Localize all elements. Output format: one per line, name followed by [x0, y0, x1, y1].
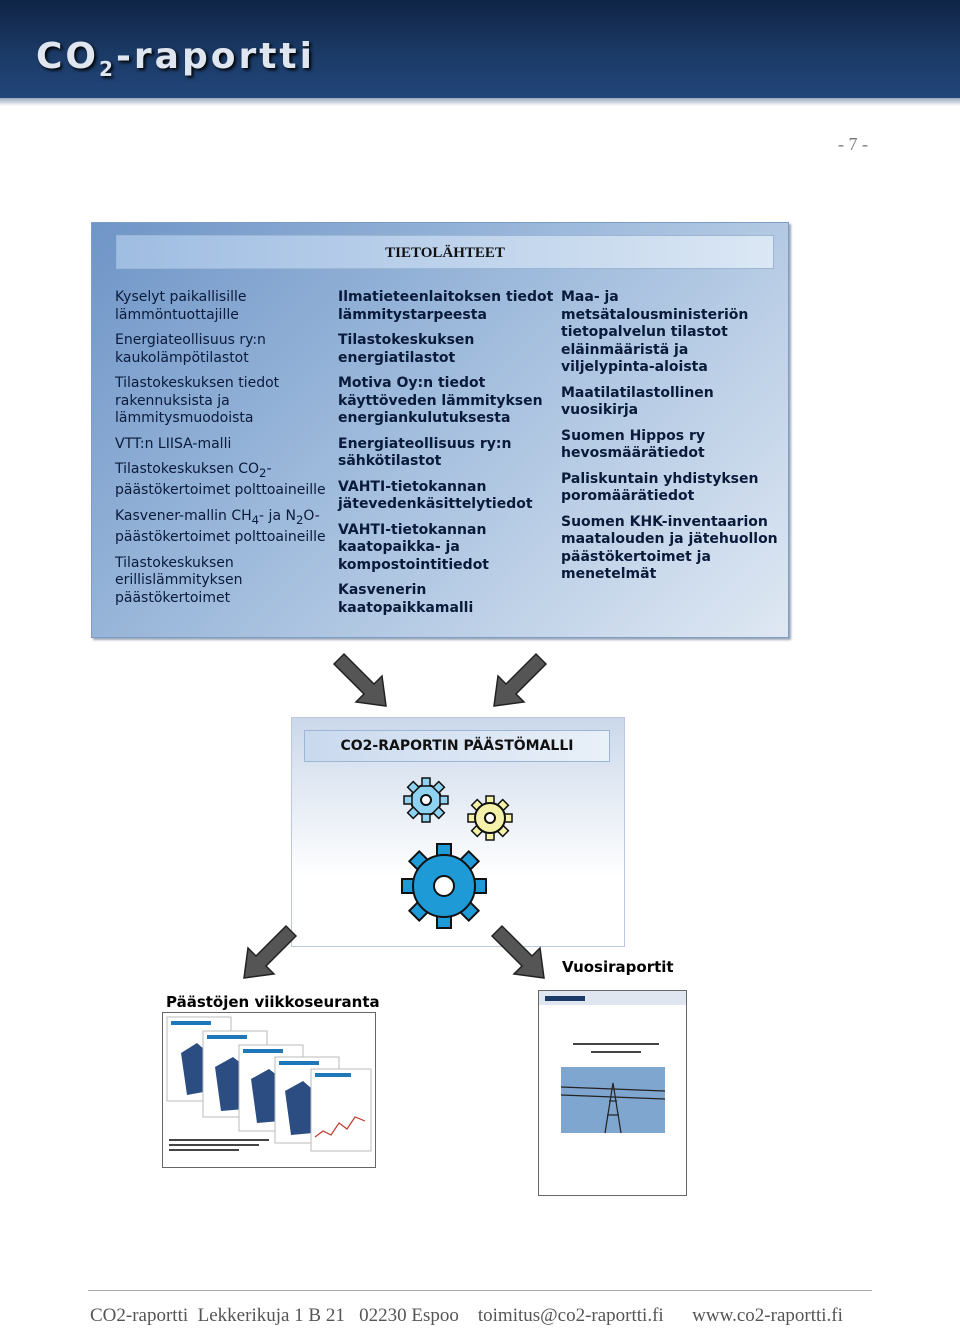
source-item-ch4-n2o: Kasvener-mallin CH4- ja N2O-päästökertoi…	[115, 507, 326, 546]
source-item: Energiateollisuus ry:n kaukolämpötilasto…	[115, 332, 266, 366]
source-item: Paliskuntain yhdistyksen poromäärätiedot	[561, 470, 759, 505]
gear-large-icon	[401, 843, 487, 929]
arrow-down-right-icon	[332, 652, 387, 707]
weekly-monitoring-label: Päästöjen viikkoseuranta	[166, 993, 380, 1011]
gears-icon	[401, 777, 513, 929]
emission-model-box: CO2-RAPORTIN PÄÄSTÖMALLI	[291, 717, 625, 947]
arrow-down-right-icon	[490, 924, 545, 979]
arrow-down-left-icon	[493, 652, 548, 707]
source-item: Suomen Hippos ry hevosmäärätiedot	[561, 427, 706, 462]
sources-column-2: Ilmatieteenlaitoksen tiedot lämmitystarp…	[338, 289, 554, 625]
co2-raportti-logo: CO2-raportti	[36, 36, 315, 82]
source-item: VAHTI-tietokannan kaatopaikka- ja kompos…	[338, 521, 489, 573]
source-item: Suomen KHK-inventaarion maatalouden ja j…	[561, 513, 778, 583]
source-item: Energiateollisuus ry:n sähkötilastot	[338, 435, 512, 470]
source-item: Tilastokeskuksen tiedot rakennuksista ja…	[115, 375, 280, 426]
source-item: Tilastokeskuksen energiatilastot	[338, 332, 475, 366]
source-item: Kyselyt paikallisille lämmöntuottajille	[115, 289, 247, 323]
arrow-down-left-icon	[243, 924, 298, 979]
source-item: Maatilatilastollinen vuosikirja	[561, 384, 714, 419]
page-number: - 7 -	[838, 134, 868, 154]
header-shadow	[0, 98, 960, 106]
gear-small-blue-icon	[403, 777, 449, 823]
footer-divider	[88, 1290, 872, 1291]
gear-small-yellow-icon	[467, 795, 513, 841]
source-item: Kasvenerin kaatopaikkamalli	[338, 582, 474, 616]
source-item: Tilastokeskuksen erillislämmityksen pääs…	[115, 554, 243, 606]
annual-reports-label: Vuosiraportit	[562, 958, 674, 976]
sources-title: TIETOLÄHTEET	[116, 235, 774, 269]
source-item: Maa- ja metsätalousministeriön tietopalv…	[561, 289, 749, 375]
source-item: VTT:n LIISA-malli	[115, 435, 232, 452]
source-item-co2-factors: Tilastokeskuksen CO2-päästökertoimet pol…	[115, 461, 326, 499]
source-item: Motiva Oy:n tiedot käyttöveden lämmityks…	[338, 375, 543, 426]
annual-report-image	[538, 990, 687, 1196]
header-banner: CO2-raportti	[0, 0, 960, 98]
sources-column-1: Kyselyt paikallisille lämmöntuottajille …	[115, 289, 330, 615]
weekly-reports-image	[162, 1012, 376, 1168]
source-item: Ilmatieteenlaitoksen tiedot lämmitystarp…	[338, 289, 554, 323]
source-item: VAHTI-tietokannan jätevedenkäsittelytied…	[338, 478, 533, 513]
sources-panel: TIETOLÄHTEET Kyselyt paikallisille lämmö…	[91, 222, 789, 638]
sources-column-3: Maa- ja metsätalousministeriön tietopalv…	[561, 289, 783, 592]
report-page	[310, 1068, 372, 1152]
footer-contact: CO2-raportti Lekkerikuja 1 B 21 02230 Es…	[90, 1305, 843, 1326]
emission-model-title: CO2-RAPORTIN PÄÄSTÖMALLI	[304, 730, 610, 762]
